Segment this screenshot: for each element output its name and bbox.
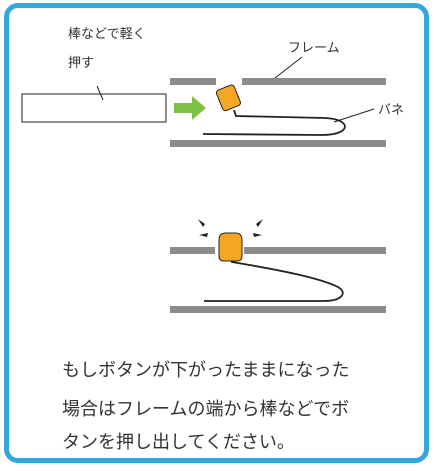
alert-mark-icon <box>198 219 205 227</box>
frame-label-leader <box>274 56 303 79</box>
push-stick <box>21 93 167 123</box>
bottom-diagram <box>170 219 386 313</box>
instruction-line-2: 場合はフレームの端から棒などでボ <box>62 399 350 420</box>
button-stuck <box>218 232 243 262</box>
push-label-line2: 押す <box>68 56 95 71</box>
spring-bottom <box>204 257 344 302</box>
push-label-leader <box>96 85 104 101</box>
frame-bar-top-right <box>242 78 386 85</box>
button-top <box>215 84 241 112</box>
frame-bar-middle-right <box>244 247 386 254</box>
instruction-line-3: タンを押し出してください。 <box>62 432 295 453</box>
alert-mark-icon <box>199 233 208 237</box>
frame-bar-bottom <box>170 140 386 147</box>
top-diagram <box>21 56 386 147</box>
push-arrow-icon <box>174 96 206 120</box>
spring-label: バネ <box>378 103 405 118</box>
alert-mark-icon <box>256 219 263 227</box>
spring-top <box>202 109 346 136</box>
frame-bar-middle-left <box>170 247 215 254</box>
push-label: 棒などで軽く <box>68 27 146 42</box>
spring-label-leader <box>333 108 375 123</box>
frame-label: フレーム <box>288 41 340 56</box>
frame-bar-top-left <box>170 78 216 85</box>
frame-bar-lower <box>170 306 386 313</box>
alert-mark-icon <box>253 233 262 237</box>
instruction-line-1: もしボタンが下がったままになった <box>62 360 350 381</box>
